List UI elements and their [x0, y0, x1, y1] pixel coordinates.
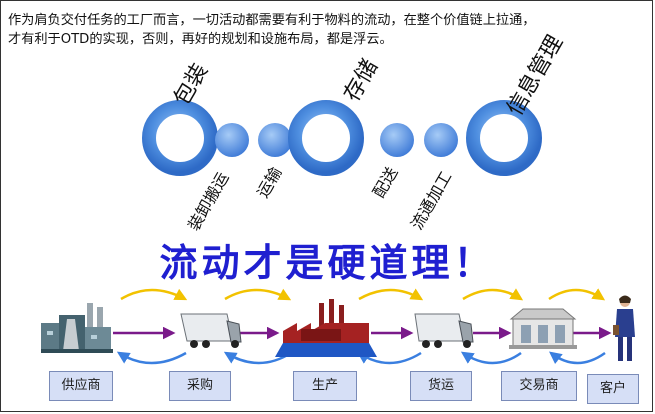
stage-label-storage: 存储 — [340, 55, 384, 106]
intro-line-2: 才有利于OTD的实现，否则，再好的规划和设施布局，都是浮云。 — [8, 32, 393, 47]
dot-processing — [424, 123, 458, 157]
stage-label-distribution: 配送 — [369, 164, 401, 201]
truck-icon — [180, 313, 242, 348]
ring-packaging — [142, 100, 218, 176]
plant-icon — [275, 299, 377, 357]
chain-label-freight: 货运 — [410, 371, 472, 401]
ring-info-mgmt — [466, 100, 542, 176]
intro-line-1: 作为肩负交付任务的工厂而言，一切活动都需要有利于物料的流动，在整个价值链上拉通， — [8, 13, 536, 28]
chain-label-purchasing: 采购 — [169, 371, 231, 401]
customer-icon — [613, 295, 635, 361]
stage-label-transport: 运输 — [253, 164, 285, 201]
chain-label-supplier: 供应商 — [49, 371, 113, 401]
store-icon — [509, 308, 577, 349]
truck-icon-2 — [414, 313, 474, 348]
stage-label-packaging: 包装 — [170, 59, 214, 110]
ring-chain — [142, 100, 542, 176]
stage-label-info-mgmt: 信息管理 — [503, 31, 569, 120]
headline: 流动才是硬道理！ — [159, 241, 496, 285]
chain-label-dealer: 交易商 — [501, 371, 577, 401]
dot-transport — [258, 123, 292, 157]
intro-text: 作为肩负交付任务的工厂而言，一切活动都需要有利于物料的流动，在整个价值链上拉通，… — [8, 11, 648, 49]
stage-label-processing: 流通加工 — [407, 168, 455, 233]
dot-distribution — [380, 123, 414, 157]
chain-label-production: 生产 — [293, 371, 357, 401]
chain-label-customer: 客户 — [587, 374, 639, 404]
dot-loading — [215, 123, 249, 157]
factory-icon — [41, 303, 113, 353]
upper-flow-arrows — [120, 288, 606, 301]
stage-label-loading: 装卸搬运 — [184, 169, 232, 234]
ring-storage — [288, 100, 364, 176]
